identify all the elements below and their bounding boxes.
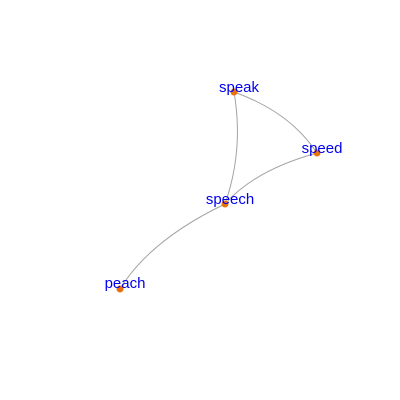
node-peach: peach [105,275,146,293]
node-dot-speech [221,200,229,208]
node-dot-speak [230,88,238,96]
edge-speech-peach [119,203,226,290]
edge-speed-speech [224,152,318,205]
edge-speak-speed [233,91,318,154]
node-label-speak: speak [219,79,260,96]
edge-speak-speech [224,91,238,205]
node-dot-speed [313,149,321,157]
node-label-speed: speed [302,140,343,157]
node-label-peach: peach [105,275,146,292]
node-speed: speed [302,140,343,157]
node-speak: speak [219,79,260,96]
node-speech: speech [206,191,254,208]
node-label-speech: speech [206,191,254,208]
node-dot-peach [116,285,124,293]
